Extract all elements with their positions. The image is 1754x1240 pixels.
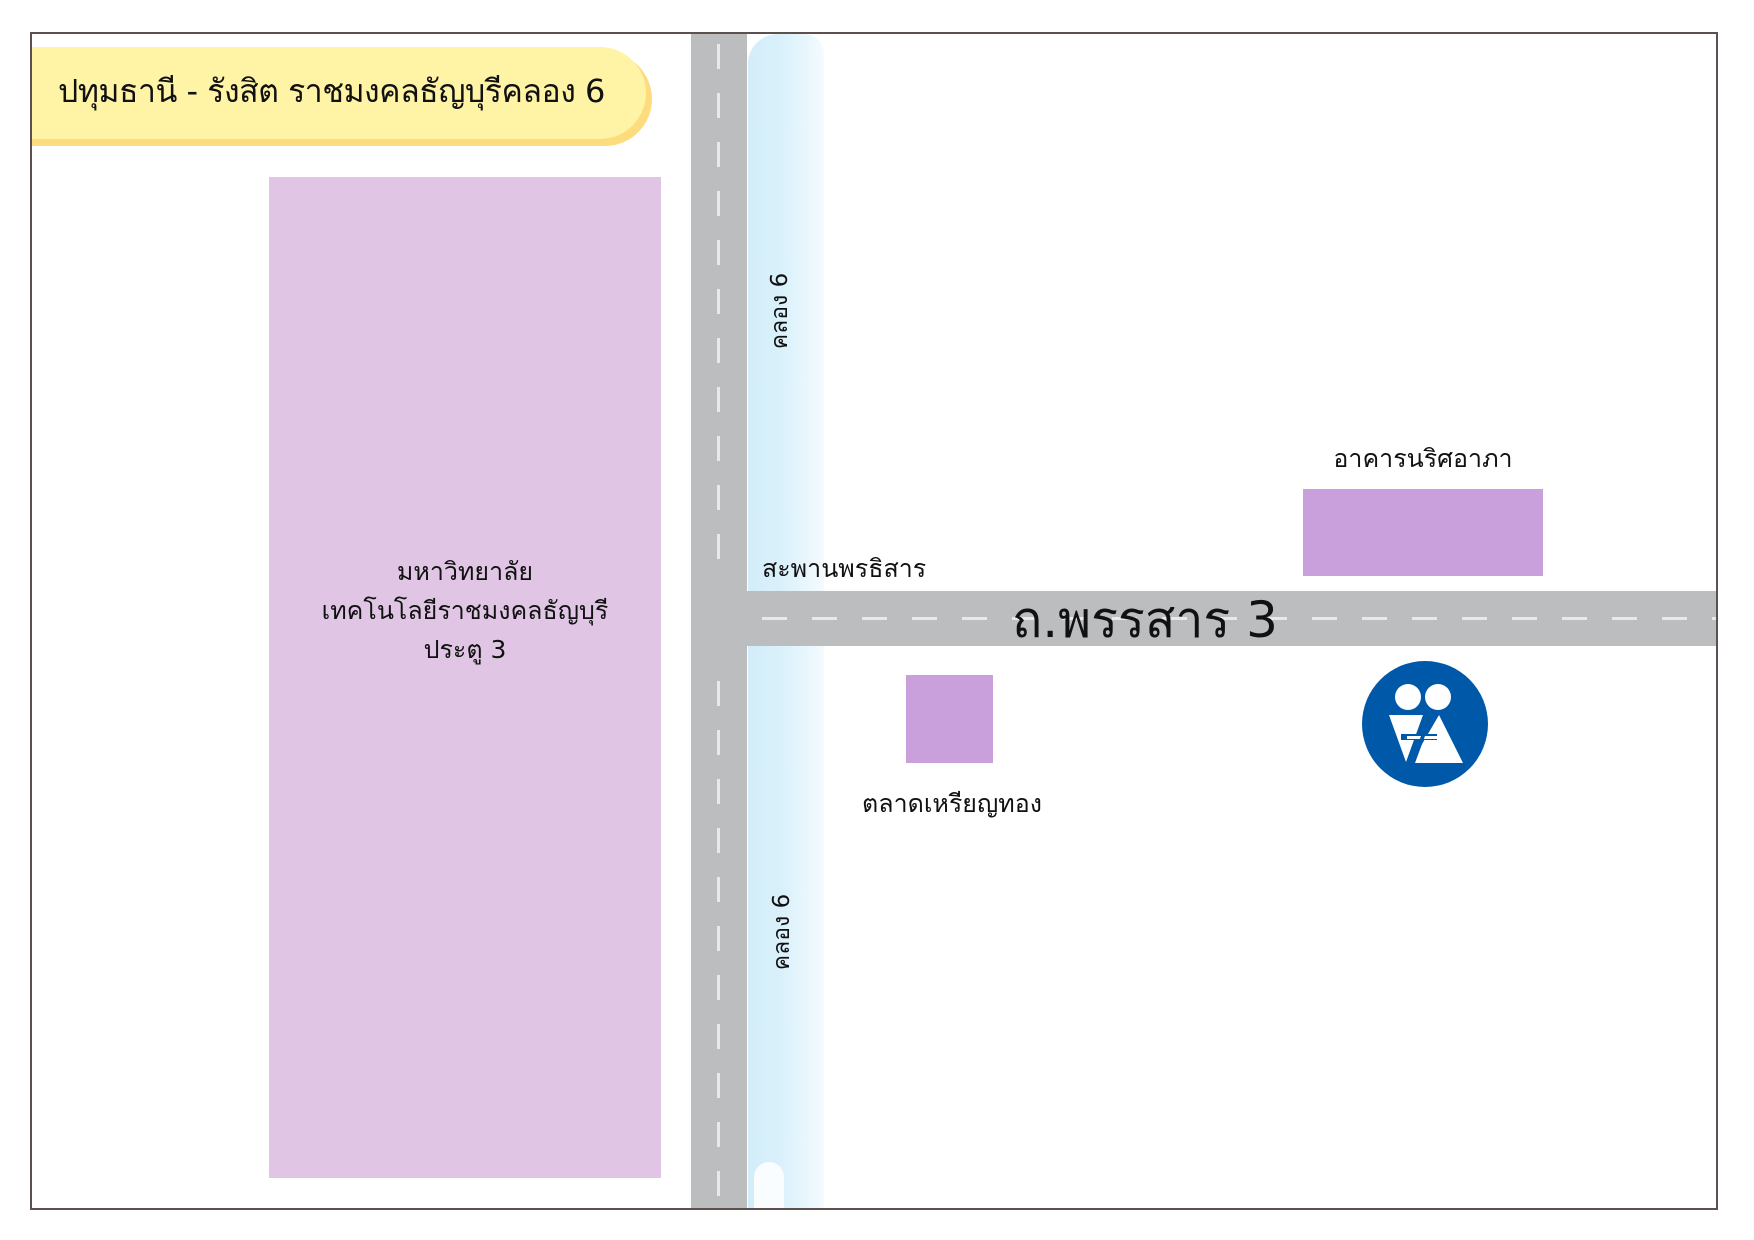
university-label-line-1: มหาวิทยาลัย (396, 557, 534, 586)
market-label: ตลาดเหรียญทอง (862, 789, 1042, 818)
university-label: มหาวิทยาลัย เทคโนโลยีราชมงคลธัญบุรี ประต… (269, 552, 661, 669)
canal-wave (754, 1162, 784, 1208)
market-building[interactable] (906, 675, 993, 763)
logo-svg (1362, 661, 1488, 787)
lane-dash (1562, 617, 1587, 620)
lane-dash (717, 93, 720, 118)
canal-label-top: คลอง 6 (767, 272, 793, 350)
lane-dash (717, 485, 720, 510)
lane-dash (1462, 617, 1487, 620)
lane-dash (1662, 617, 1687, 620)
university-label-line-3: ประตู 3 (423, 635, 507, 664)
university-area[interactable] (269, 177, 661, 1178)
lane-dash (717, 877, 720, 902)
logo-head-left (1395, 684, 1421, 710)
logo-circle (1362, 661, 1488, 787)
lane-dash (1612, 617, 1637, 620)
lane-dash (717, 926, 720, 951)
lane-dash (717, 338, 720, 363)
title-banner (32, 47, 646, 139)
lane-dash (717, 191, 720, 216)
lane-dash (717, 387, 720, 412)
lane-dash (1062, 617, 1087, 620)
lane-dash (1012, 617, 1037, 620)
lane-dash (717, 240, 720, 265)
lane-dash (717, 1024, 720, 1049)
lane-dash (717, 681, 720, 706)
lane-dash (717, 828, 720, 853)
lane-dash (717, 534, 720, 559)
lane-dash (717, 1171, 720, 1196)
lane-dash (717, 289, 720, 314)
lane-dash (1512, 617, 1537, 620)
building-narit-arpa[interactable] (1303, 489, 1543, 576)
lane-dash (1112, 617, 1137, 620)
lane-dash (717, 44, 720, 69)
building-label: อาคารนริศอาภา (1333, 444, 1513, 473)
main-road (747, 591, 1716, 646)
lane-dash (1212, 617, 1237, 620)
main-road-label: ถ.พรรสาร 3 (1012, 591, 1278, 649)
university-label-line-2: เทคโนโลยีราชมงคลธัญบุรี (321, 596, 609, 625)
lane-dash (1312, 617, 1337, 620)
bridge-label: สะพานพรธิสาร (762, 554, 927, 583)
lane-dash (717, 436, 720, 461)
lane-dash (717, 142, 720, 167)
lane-dash (962, 617, 987, 620)
lane-dash (717, 1073, 720, 1098)
map-frame: ปทุมธานี - รังสิต ราชมงคลธัญบุรีคลอง 6 ม… (30, 32, 1718, 1210)
lane-dash (1162, 617, 1187, 620)
vertical-road (691, 34, 747, 1208)
lane-dash (1262, 617, 1287, 620)
lane-dash (762, 617, 787, 620)
lane-dash (717, 975, 720, 1000)
map-title: ปทุมธานี - รังสิต ราชมงคลธัญบุรีคลอง 6 (58, 72, 605, 110)
logo-divider (1411, 736, 1425, 763)
lane-dash (1412, 617, 1437, 620)
canal-label-bottom: คลอง 6 (769, 893, 795, 971)
lane-dash (717, 779, 720, 804)
lane-dash (717, 1122, 720, 1147)
family-couple-icon[interactable] (1361, 660, 1489, 788)
lane-dash (912, 617, 937, 620)
logo-head-right (1425, 684, 1451, 710)
lane-dash (812, 617, 837, 620)
lane-dash (1712, 617, 1716, 620)
lane-dash (1362, 617, 1387, 620)
lane-dash (717, 730, 720, 755)
lane-dash (862, 617, 887, 620)
